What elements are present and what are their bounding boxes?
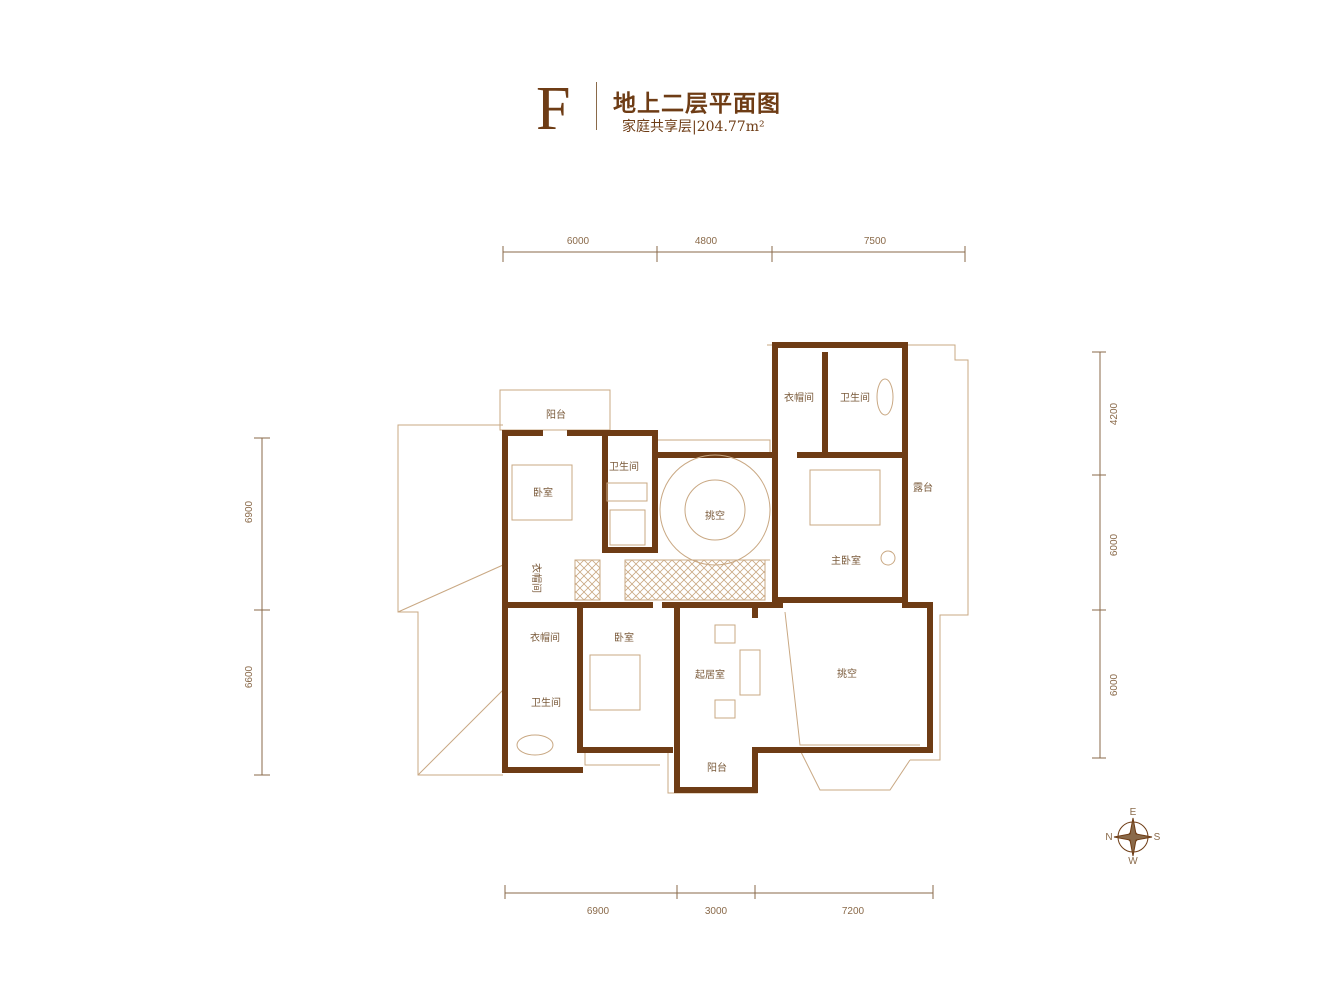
- dim-top-2: 4800: [695, 236, 718, 247]
- dim-left-2: 6600: [244, 665, 255, 688]
- room-master-bedroom: 主卧室: [831, 554, 861, 567]
- room-closet-w: 衣帽间: [530, 563, 543, 593]
- dimension-right: [1092, 351, 1106, 759]
- furniture: [511, 378, 896, 756]
- room-closet-sw: 衣帽间: [530, 631, 560, 644]
- walls: [502, 342, 933, 793]
- dimension-bottom: [504, 885, 934, 899]
- unit-letter: F: [536, 75, 571, 143]
- room-balcony-s: 阳台: [707, 761, 727, 774]
- room-bath-sw: 卫生间: [531, 696, 561, 709]
- compass-w: W: [1128, 856, 1138, 867]
- room-living: 起居室: [695, 668, 725, 681]
- room-bath-ne: 卫生间: [840, 391, 870, 404]
- room-bedroom-nw: 卧室: [533, 486, 553, 499]
- dim-bottom-1: 6900: [587, 906, 610, 917]
- title-divider: [596, 82, 597, 130]
- compass-e: E: [1130, 807, 1137, 818]
- roof-outline: [397, 344, 969, 794]
- dim-bottom-3: 7200: [842, 906, 865, 917]
- room-bedroom-s: 卧室: [614, 631, 634, 644]
- room-bath-n: 卫生间: [609, 460, 639, 473]
- dim-bottom-2: 3000: [705, 906, 728, 917]
- page-subtitle: 家庭共享层|204.77m²: [622, 119, 765, 135]
- room-terrace: 露台: [913, 481, 933, 494]
- dim-right-2: 6000: [1109, 533, 1120, 556]
- dim-top-1: 6000: [567, 236, 590, 247]
- dimension-left: [254, 437, 270, 776]
- dim-right-3: 6000: [1109, 673, 1120, 696]
- dim-left-1: 6900: [244, 500, 255, 523]
- spiral-staircase: [574, 454, 771, 601]
- compass-s: S: [1154, 832, 1161, 843]
- room-balcony-nw: 阳台: [546, 408, 566, 421]
- dim-right-1: 4200: [1109, 402, 1120, 425]
- compass-n: N: [1105, 832, 1112, 843]
- room-closet-ne: 衣帽间: [784, 391, 814, 404]
- room-void-se: 挑空: [837, 667, 857, 680]
- page-title: 地上二层平面图: [613, 90, 781, 117]
- room-void-stair: 挑空: [705, 509, 725, 522]
- compass-icon: [1113, 817, 1153, 857]
- dimension-top: [502, 246, 966, 262]
- dim-top-3: 7500: [864, 236, 887, 247]
